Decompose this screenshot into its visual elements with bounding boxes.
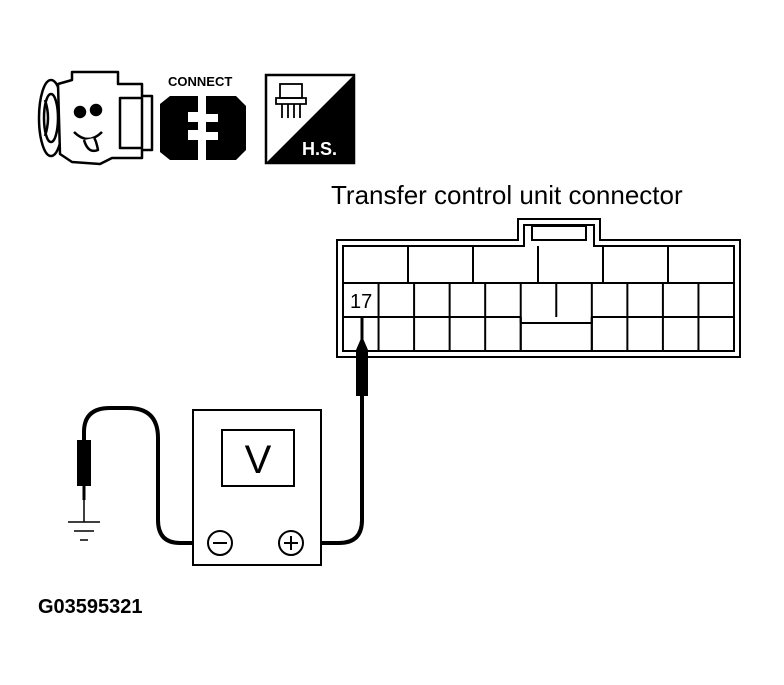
figure-id: G03595321 [38, 596, 143, 618]
negative-terminal [207, 530, 233, 556]
meter-display [221, 429, 295, 487]
connector-icon: CONNECT [160, 74, 246, 160]
terminal-grid [343, 283, 734, 351]
meter-unit: V [245, 438, 272, 482]
harness-label: H.S. [302, 139, 337, 159]
connector-title: Transfer control unit connector [331, 180, 683, 210]
meter-leads [82, 394, 364, 545]
negative-lead [82, 406, 208, 545]
positive-terminal [278, 530, 304, 556]
connector-housing [336, 218, 741, 358]
positive-lead [306, 394, 364, 545]
harness-connector-icon: H.S. [264, 73, 356, 165]
engine-icon [37, 70, 154, 166]
ground-icon [68, 521, 100, 541]
positive-probe [356, 316, 368, 396]
terminal-17-label: 17 [350, 291, 372, 313]
voltmeter: V [192, 409, 322, 566]
ground-probe [77, 440, 91, 522]
connect-label: CONNECT [168, 74, 232, 89]
